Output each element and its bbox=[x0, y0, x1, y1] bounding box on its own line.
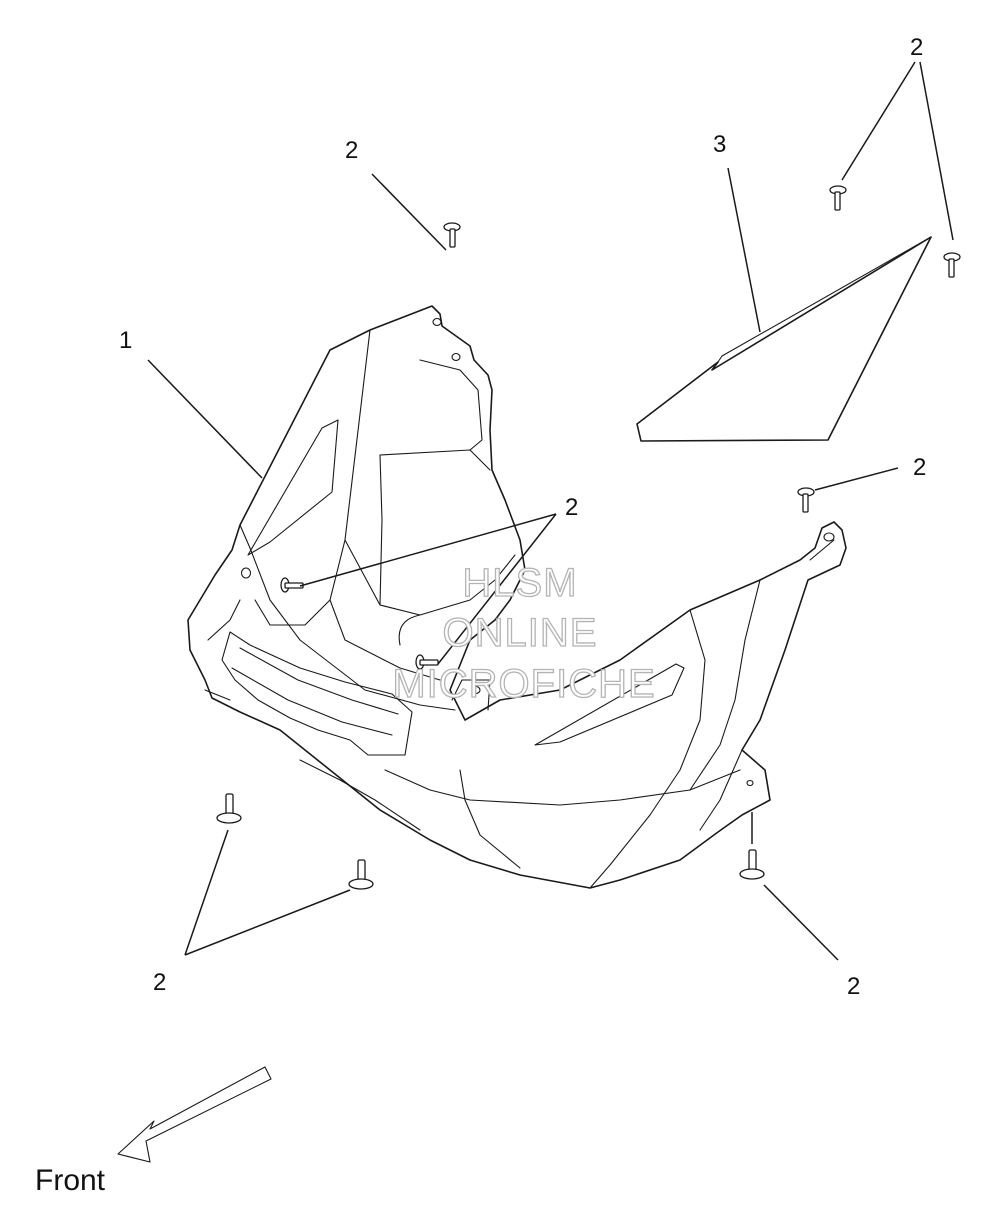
nose-cowl-pan bbox=[187, 305, 847, 889]
callout-2-bottom-right: 2 bbox=[847, 973, 860, 1000]
fastener-top-center bbox=[443, 222, 461, 248]
fastener-center-left bbox=[280, 577, 304, 593]
fastener-bottom-left-2 bbox=[348, 859, 374, 890]
leader-lines bbox=[147, 61, 954, 961]
fastener-top-right-1 bbox=[829, 185, 847, 211]
callout-2-center: 2 bbox=[565, 494, 578, 521]
callout-2-right: 2 bbox=[913, 454, 926, 481]
callout-1: 1 bbox=[119, 327, 132, 354]
callout-2-top-right: 2 bbox=[910, 34, 923, 61]
fastener-bottom-right bbox=[739, 849, 765, 880]
watermark-line-2: ONLINE bbox=[443, 611, 598, 655]
watermark: HLSM ONLINE MICROFICHE bbox=[392, 560, 656, 706]
watermark-line-3: MICROFICHE bbox=[392, 662, 655, 706]
callout-2-bottom-left: 2 bbox=[153, 969, 166, 996]
callout-2-top-center: 2 bbox=[345, 137, 358, 164]
front-direction-arrow bbox=[117, 1066, 272, 1163]
fastener-top-right-2 bbox=[943, 252, 961, 278]
callout-3: 3 bbox=[713, 131, 726, 158]
fastener-right bbox=[797, 487, 815, 513]
callouts: 1 2 3 2 2 2 2 2 bbox=[119, 34, 926, 1000]
watermark-line-1: HLSM bbox=[462, 561, 577, 605]
side-panel-insert bbox=[636, 236, 932, 442]
fastener-center-right bbox=[415, 654, 439, 670]
front-label: Front bbox=[35, 1164, 106, 1197]
fastener-bottom-left-1 bbox=[216, 793, 242, 824]
